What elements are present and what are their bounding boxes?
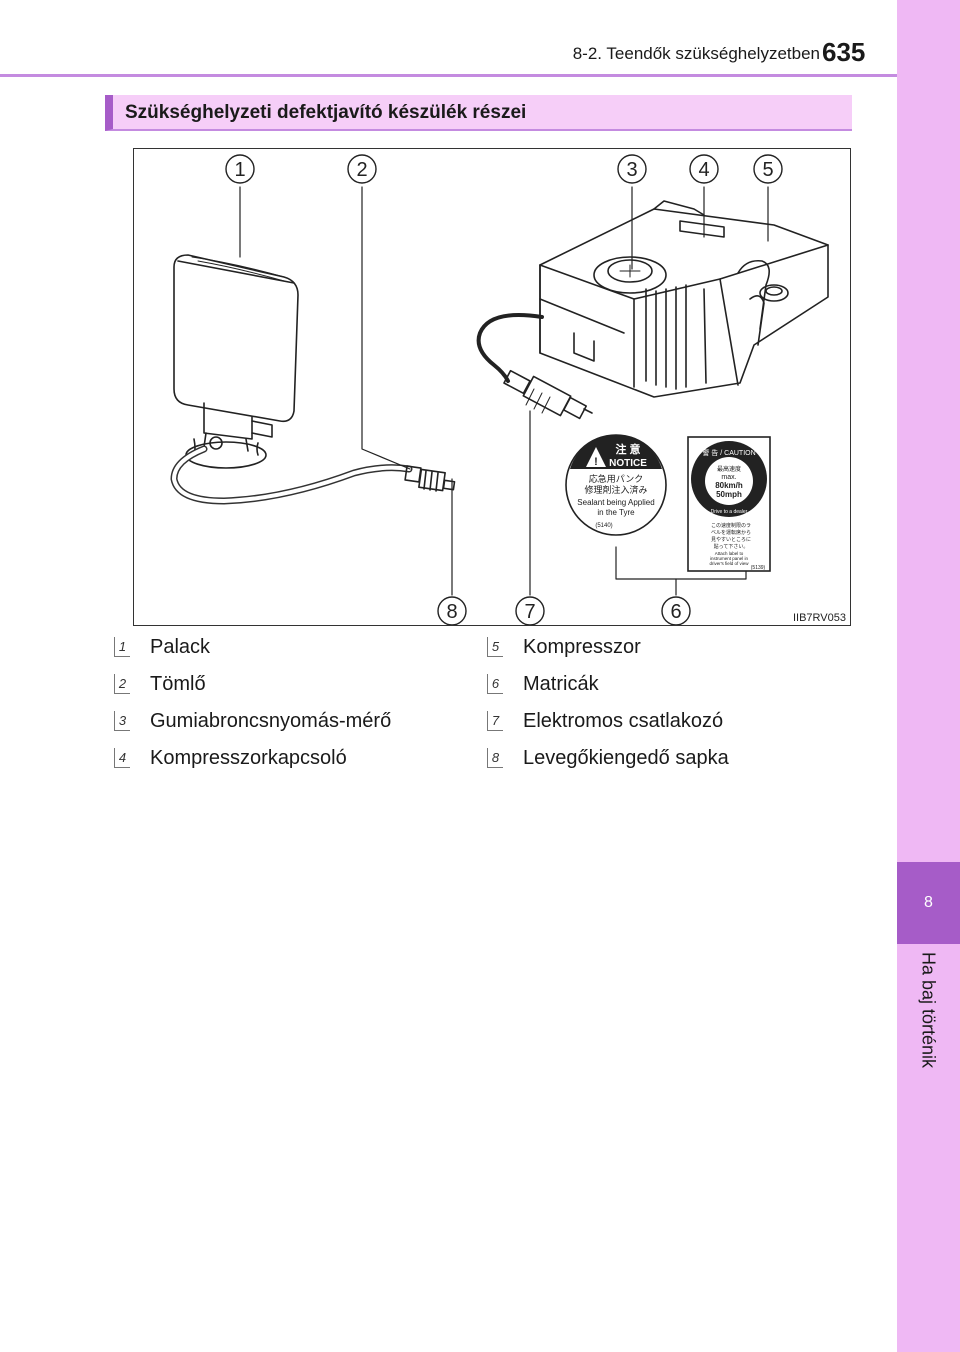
legend-item-air-release-cap: 8 Levegőkiengedő sapka (487, 743, 729, 773)
svg-text:貼って下さい。: 貼って下さい。 (714, 543, 749, 550)
legend-item-electric-connector: 7 Elektromos csatlakozó (487, 706, 723, 736)
compressor-drawing (540, 201, 828, 397)
legend-label: Kompresszorkapcsoló (150, 747, 347, 770)
svg-text:Sealant being Applied: Sealant being Applied (577, 498, 654, 507)
svg-text:(5139): (5139) (751, 565, 766, 571)
legend-item-stickers: 6 Matricák (487, 669, 599, 699)
legend-label: Palack (150, 636, 210, 659)
svg-text:2: 2 (356, 159, 367, 181)
legend-number: 7 (487, 711, 503, 731)
legend-item-pressure-gauge: 3 Gumiabroncsnyomás-mérő (114, 706, 391, 736)
callout-1: 1 (226, 155, 254, 183)
svg-text:7: 7 (524, 601, 535, 623)
svg-text:修理剤注入済み: 修理剤注入済み (584, 484, 647, 495)
legend-number: 5 (487, 637, 503, 657)
svg-text:NOTICE: NOTICE (609, 458, 647, 469)
svg-text:3: 3 (626, 159, 637, 181)
svg-text:応急用パンク: 応急用パンク (589, 473, 643, 484)
svg-text:80km/h: 80km/h (715, 481, 743, 490)
svg-text:見やすいところに: 見やすいところに (711, 536, 751, 543)
chapter-side-tab (897, 0, 960, 1352)
notice-sticker: ! 注 意 NOTICE 応急用パンク 修理剤注入済み Sealant bein… (566, 435, 666, 535)
svg-text:警 告 / CAUTION: 警 告 / CAUTION (702, 448, 755, 457)
legend-label: Levegőkiengedő sapka (523, 747, 729, 770)
svg-text:1: 1 (234, 159, 245, 181)
figure-code: IIB7RV053 (793, 612, 846, 624)
legend-item-palack: 1 Palack (114, 632, 210, 662)
legend-item-tomlo: 2 Tömlő (114, 669, 206, 699)
repair-kit-illustration: 1 2 3 4 5 6 7 8 ! 注 意 NOTICE 応急用パンク 修理剤注… (134, 149, 850, 625)
callout-5: 5 (754, 155, 782, 183)
callout-4: 4 (690, 155, 718, 183)
callout-3: 3 (618, 155, 646, 183)
svg-text:4: 4 (698, 159, 709, 181)
legend-number: 2 (114, 674, 130, 694)
svg-text:5: 5 (762, 159, 773, 181)
bottle-drawing (174, 255, 298, 468)
svg-text:最高速度: 最高速度 (717, 465, 741, 473)
caution-sticker: 警 告 / CAUTION 最高速度 max. 80km/h 50mph Dri… (688, 437, 770, 571)
svg-text:6: 6 (670, 601, 681, 623)
page-number: 635 (822, 37, 888, 68)
legend-label: Kompresszor (523, 636, 641, 659)
svg-text:50mph: 50mph (716, 490, 742, 499)
callout-2: 2 (348, 155, 376, 183)
legend-label: Matricák (523, 673, 599, 696)
svg-text:!: ! (594, 456, 598, 468)
legend-label: Tömlő (150, 673, 206, 696)
legend-number: 3 (114, 711, 130, 731)
legend-number: 6 (487, 674, 503, 694)
legend-item-compressor-switch: 4 Kompresszorkapcsoló (114, 743, 347, 773)
section-title: Szükséghelyzeti defektjavító készülék ré… (125, 102, 526, 124)
legend-item-compressor: 5 Kompresszor (487, 632, 641, 662)
header-rule (0, 74, 897, 77)
callout-6: 6 (662, 597, 690, 625)
chapter-title: Ha baj történik (898, 952, 958, 1112)
callout-7: 7 (516, 597, 544, 625)
legend-number: 8 (487, 748, 503, 768)
svg-text:driver's field of view: driver's field of view (709, 561, 749, 566)
callout-8: 8 (438, 597, 466, 625)
legend-number: 4 (114, 748, 130, 768)
svg-text:max.: max. (721, 474, 736, 481)
chapter-number: 8 (897, 862, 960, 944)
svg-text:8: 8 (446, 601, 457, 623)
air-release-cap-drawing (405, 466, 454, 491)
section-banner: Szükséghelyzeti defektjavító készülék ré… (105, 95, 852, 131)
repair-kit-figure: 1 2 3 4 5 6 7 8 ! 注 意 NOTICE 応急用パンク 修理剤注… (133, 148, 851, 626)
svg-text:注 意: 注 意 (615, 442, 640, 456)
legend-label: Gumiabroncsnyomás-mérő (150, 710, 391, 733)
svg-text:この速度制限のラ: この速度制限のラ (711, 522, 751, 529)
header-section-title: 8-2. Teendők szükséghelyzetben (450, 44, 820, 64)
legend-label: Elektromos csatlakozó (523, 710, 723, 733)
svg-text:(5140): (5140) (595, 523, 612, 529)
svg-text:Drive to a dealer: Drive to a dealer (711, 509, 748, 515)
svg-text:ベルを運転席から: ベルを運転席から (711, 529, 751, 536)
legend-number: 1 (114, 637, 130, 657)
svg-text:in the Tyre: in the Tyre (597, 508, 635, 517)
